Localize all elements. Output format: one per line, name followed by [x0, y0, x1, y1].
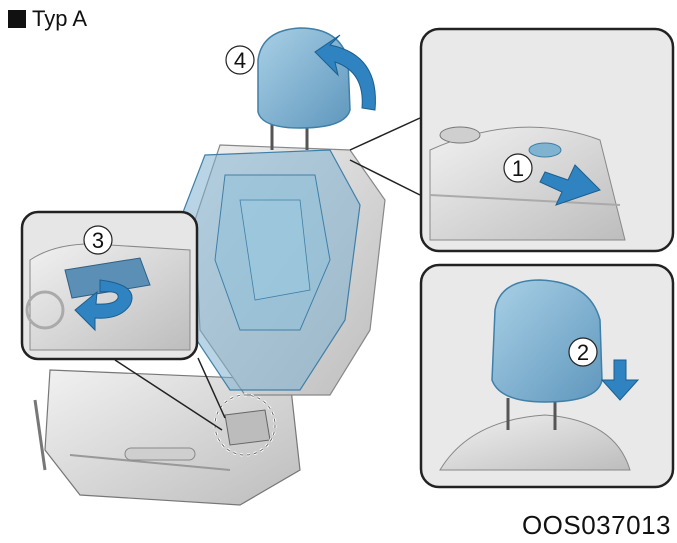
inset-release-button: 1: [419, 27, 675, 253]
step-4-number: 4: [234, 48, 246, 73]
step-1-arrow-icon: [539, 164, 601, 206]
step-2-number: 2: [577, 340, 589, 365]
figure-code: OOS037013: [521, 510, 671, 540]
header: Typ A: [8, 6, 87, 32]
inset-recline-lever: 3: [20, 210, 199, 361]
header-title: Typ A: [32, 6, 88, 31]
step-3-number: 3: [92, 228, 104, 253]
step-4-badge: 4: [225, 45, 255, 75]
step-3-arrow-icon: [74, 279, 133, 332]
step-4-arrow-icon: [314, 34, 376, 111]
step-1-number: 1: [512, 156, 524, 181]
inset-lower-headrest: 2: [419, 263, 675, 489]
square-bullet-icon: [8, 10, 26, 28]
step-2-arrow-icon: [600, 359, 640, 401]
main-seat: [33, 27, 386, 506]
